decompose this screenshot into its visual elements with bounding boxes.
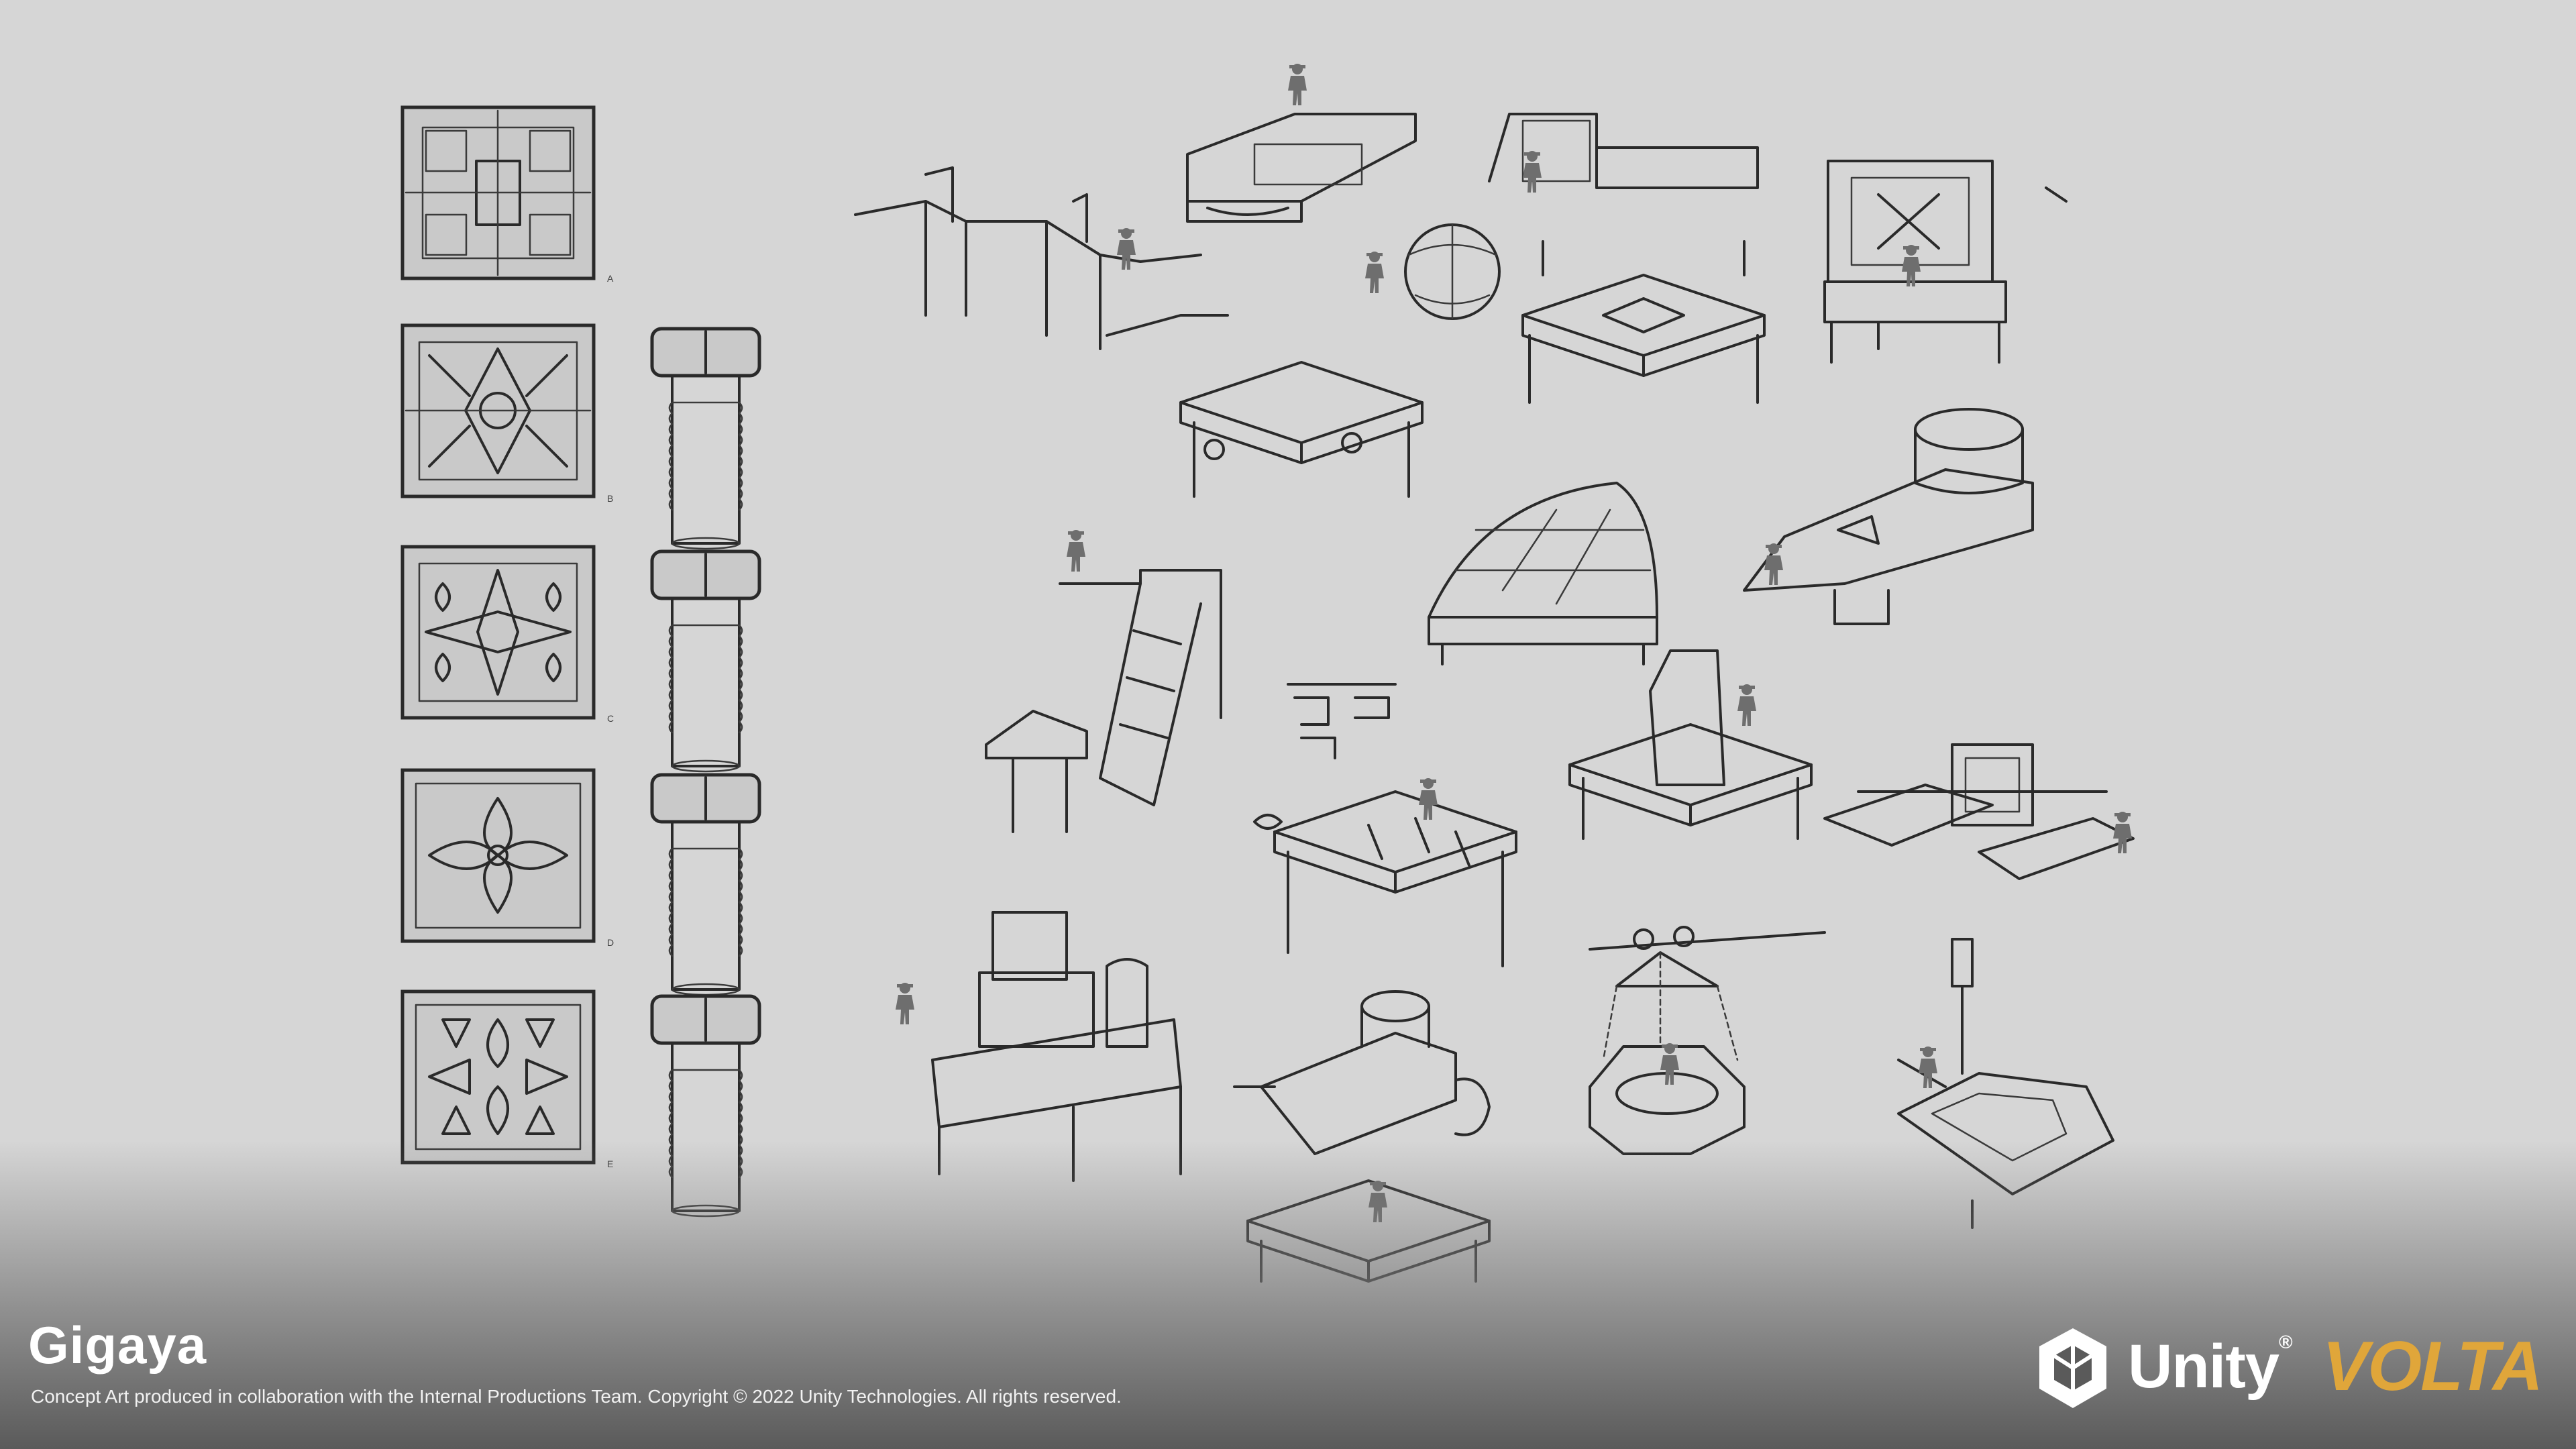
bolt-c [652, 551, 759, 771]
tile-label-d: D [607, 937, 614, 948]
tile-label-b: B [607, 493, 613, 504]
tile-a [400, 105, 596, 280]
unity-registered-mark: ® [2279, 1332, 2293, 1352]
unity-logo [2039, 1328, 2106, 1408]
volta-logo: VOLTA [2322, 1328, 2543, 1405]
hanging-gear [1589, 926, 1826, 1155]
tile-e [400, 989, 596, 1165]
tile-label-a: A [607, 273, 614, 284]
ball-sketch [1365, 223, 1501, 320]
unity-wordmark-text: Unity [2128, 1332, 2279, 1401]
tile-c [400, 545, 596, 720]
bolt-b [652, 329, 759, 549]
lock-door-platform [1823, 160, 2068, 364]
hinged-bridge [1179, 361, 1424, 498]
walkway-sketch [854, 166, 1229, 350]
project-title: Gigaya [28, 1316, 207, 1375]
unity-cube-icon [2039, 1328, 2106, 1408]
footer-gradient [0, 1140, 2576, 1449]
tile-d [400, 768, 596, 943]
trampoline-platform [1186, 64, 1417, 223]
tile-label-c: C [607, 713, 614, 724]
gate-platform [1488, 113, 1759, 193]
rotating-door-platform [1823, 743, 2135, 880]
copyright-caption: Concept Art produced in collaboration wi… [31, 1386, 1122, 1407]
gear-launcher [1743, 408, 2034, 625]
caged-dome [1428, 482, 1658, 665]
drop-platform [1521, 240, 1766, 404]
pit-sketch [1287, 683, 1397, 759]
gap-platform [1253, 778, 1517, 967]
unity-wordmark: Unity® [2128, 1332, 2293, 1402]
stairs-sketch [985, 530, 1222, 833]
pillar-platform [1568, 649, 1813, 840]
bolt-d [652, 775, 759, 995]
tile-b [400, 323, 596, 498]
